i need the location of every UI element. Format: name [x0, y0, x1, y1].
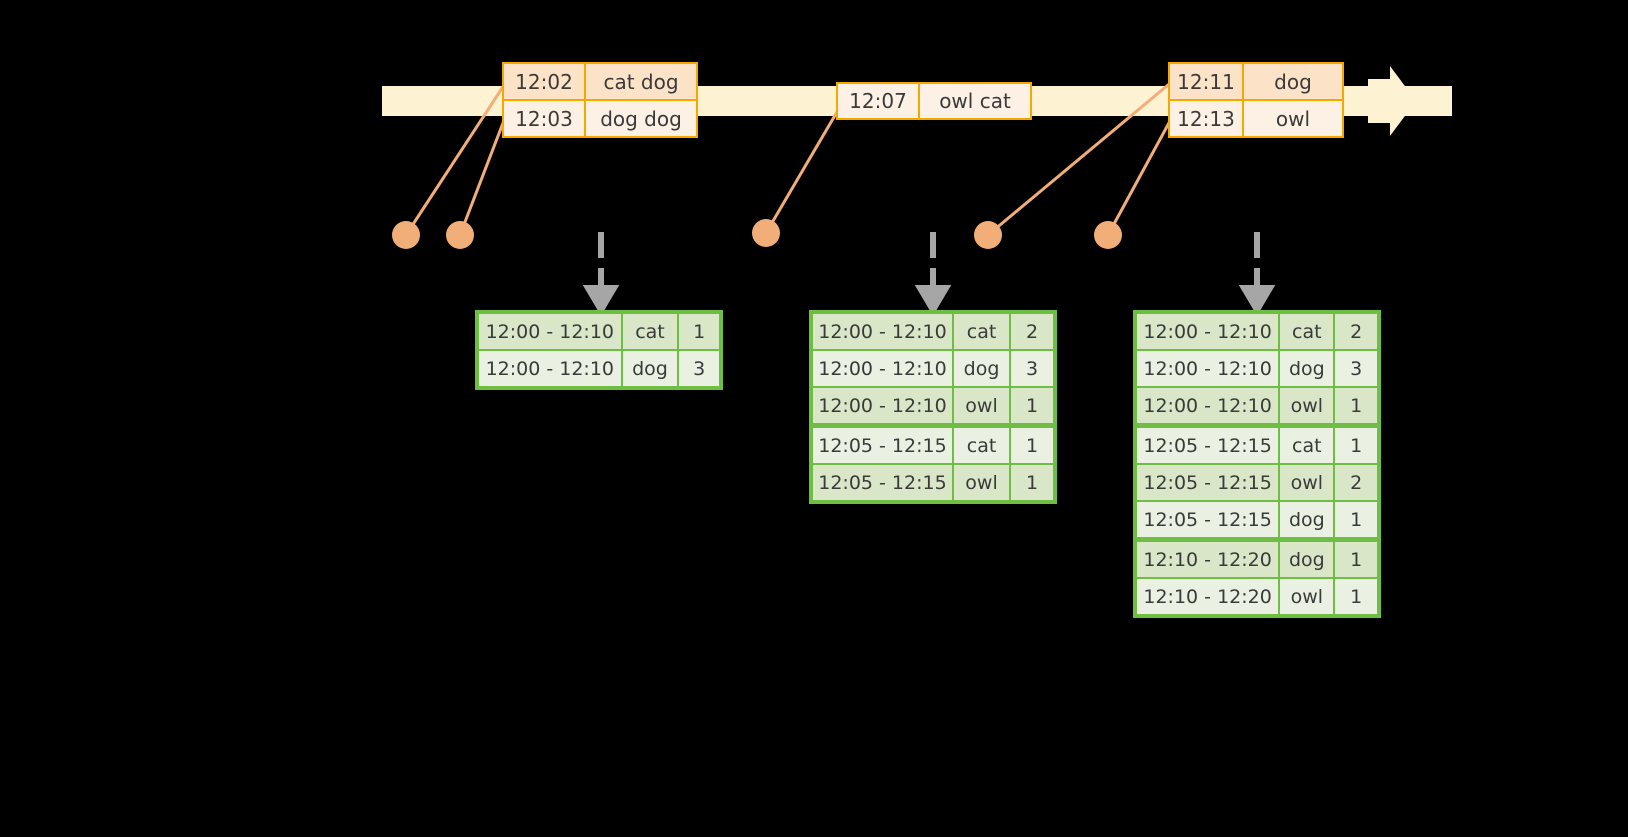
cell-window: 12:00 - 12:10: [1136, 313, 1280, 350]
table-row: 12:00 - 12:10 owl 1: [812, 387, 1054, 427]
result-table-1[interactable]: 12:00 - 12:10 cat 1 12:00 - 12:10 dog 3: [475, 310, 723, 390]
cell-window: 12:05 - 12:15: [1136, 464, 1280, 501]
cell-count: 1: [678, 313, 720, 350]
cell-key: cat: [1279, 313, 1335, 350]
event-group-1[interactable]: 12:02 cat dog 12:03 dog dog: [502, 62, 698, 138]
cell-window: 12:05 - 12:15: [812, 427, 953, 464]
event-row: 12:03 dog dog: [504, 99, 696, 136]
cell-key: cat: [952, 313, 1011, 350]
cell-key: dog: [1279, 501, 1335, 538]
cell-window: 12:05 - 12:15: [1136, 427, 1280, 464]
cell-key: dog: [1279, 350, 1335, 387]
cell-key: owl: [1279, 578, 1335, 615]
cell-window: 12:10 - 12:20: [1136, 541, 1280, 578]
cell-count: 1: [1010, 427, 1054, 464]
event-row: 12:02 cat dog: [504, 64, 696, 99]
cell-window: 12:00 - 12:10: [812, 350, 953, 387]
leader-line-5: [1106, 109, 1178, 236]
event-value: owl: [1244, 101, 1342, 136]
cell-count: 2: [1334, 464, 1379, 501]
cell-count: 1: [1334, 427, 1379, 464]
cell-count: 2: [1010, 313, 1054, 350]
table-row: 12:05 - 12:15 owl 2: [1136, 464, 1379, 501]
event-group-2[interactable]: 12:07 owl cat: [836, 82, 1032, 120]
timeline-arrowhead: [1368, 66, 1416, 136]
event-value: owl cat: [920, 84, 1030, 118]
table-row: 12:00 - 12:10 dog 3: [478, 350, 720, 387]
cell-window: 12:00 - 12:10: [1136, 350, 1280, 387]
result-table-3[interactable]: 12:00 - 12:10 cat 2 12:00 - 12:10 dog 3 …: [1133, 310, 1381, 618]
cell-key: owl: [952, 387, 1011, 424]
table-row: 12:00 - 12:10 dog 3: [812, 350, 1054, 387]
table-row: 12:00 - 12:10 dog 3: [1136, 350, 1379, 387]
event-value: cat dog: [586, 64, 696, 99]
event-row: 12:13 owl: [1170, 99, 1342, 136]
cell-key: dog: [621, 350, 679, 387]
cell-key: cat: [1279, 427, 1335, 464]
cell-count: 1: [1334, 387, 1379, 424]
emit-dot-4: [974, 221, 1002, 249]
event-row: 12:11 dog: [1170, 64, 1342, 99]
table-row: 12:10 - 12:20 owl 1: [1136, 578, 1379, 615]
event-value: dog dog: [586, 101, 696, 136]
cell-key: dog: [1279, 541, 1335, 578]
flow-arrow-2-head: [914, 285, 952, 316]
cell-window: 12:00 - 12:10: [812, 313, 953, 350]
cell-count: 1: [1334, 578, 1379, 615]
table-row: 12:05 - 12:15 cat 1: [1136, 427, 1379, 464]
cell-count: 3: [1334, 350, 1379, 387]
cell-count: 3: [678, 350, 720, 387]
table-row: 12:05 - 12:15 dog 1: [1136, 501, 1379, 541]
cell-window: 12:00 - 12:10: [1136, 387, 1280, 424]
cell-window: 12:10 - 12:20: [1136, 578, 1280, 615]
result-table-2[interactable]: 12:00 - 12:10 cat 2 12:00 - 12:10 dog 3 …: [809, 310, 1057, 504]
cell-key: owl: [952, 464, 1011, 501]
emit-dot-3: [752, 219, 780, 247]
event-row: 12:07 owl cat: [838, 84, 1030, 118]
emit-dot-1: [392, 221, 420, 249]
cell-count: 1: [1334, 501, 1379, 538]
event-time: 12:03: [504, 101, 586, 136]
event-time: 12:11: [1170, 64, 1244, 99]
cell-count: 1: [1010, 387, 1054, 424]
cell-key: owl: [1279, 464, 1335, 501]
cell-window: 12:00 - 12:10: [812, 387, 953, 424]
table-row: 12:05 - 12:15 owl 1: [812, 464, 1054, 501]
table-row: 12:00 - 12:10 owl 1: [1136, 387, 1379, 427]
cell-count: 2: [1334, 313, 1379, 350]
cell-window: 12:05 - 12:15: [1136, 501, 1280, 538]
table-row: 12:10 - 12:20 dog 1: [1136, 541, 1379, 578]
cell-window: 12:05 - 12:15: [812, 464, 953, 501]
flow-arrow-1-head: [582, 285, 620, 316]
event-time: 12:07: [838, 84, 920, 118]
event-time: 12:02: [504, 64, 586, 99]
cell-count: 3: [1010, 350, 1054, 387]
cell-window: 12:00 - 12:10: [478, 313, 622, 350]
leader-line-2: [458, 109, 510, 236]
cell-key: dog: [952, 350, 1011, 387]
cell-count: 1: [1010, 464, 1054, 501]
table-row: 12:00 - 12:10 cat 2: [812, 313, 1054, 350]
event-time: 12:13: [1170, 101, 1244, 136]
leader-line-3: [764, 99, 846, 234]
emit-dot-2: [446, 221, 474, 249]
cell-key: cat: [621, 313, 679, 350]
table-row: 12:00 - 12:10 cat 2: [1136, 313, 1379, 350]
table-row: 12:00 - 12:10 cat 1: [478, 313, 720, 350]
cell-window: 12:00 - 12:10: [478, 350, 622, 387]
emit-dot-5: [1094, 221, 1122, 249]
event-value: dog: [1244, 64, 1342, 99]
cell-count: 1: [1334, 541, 1379, 578]
table-row: 12:05 - 12:15 cat 1: [812, 427, 1054, 464]
event-group-3[interactable]: 12:11 dog 12:13 owl: [1168, 62, 1344, 138]
cell-key: owl: [1279, 387, 1335, 424]
flow-arrow-3-head: [1238, 285, 1276, 316]
cell-key: cat: [952, 427, 1011, 464]
